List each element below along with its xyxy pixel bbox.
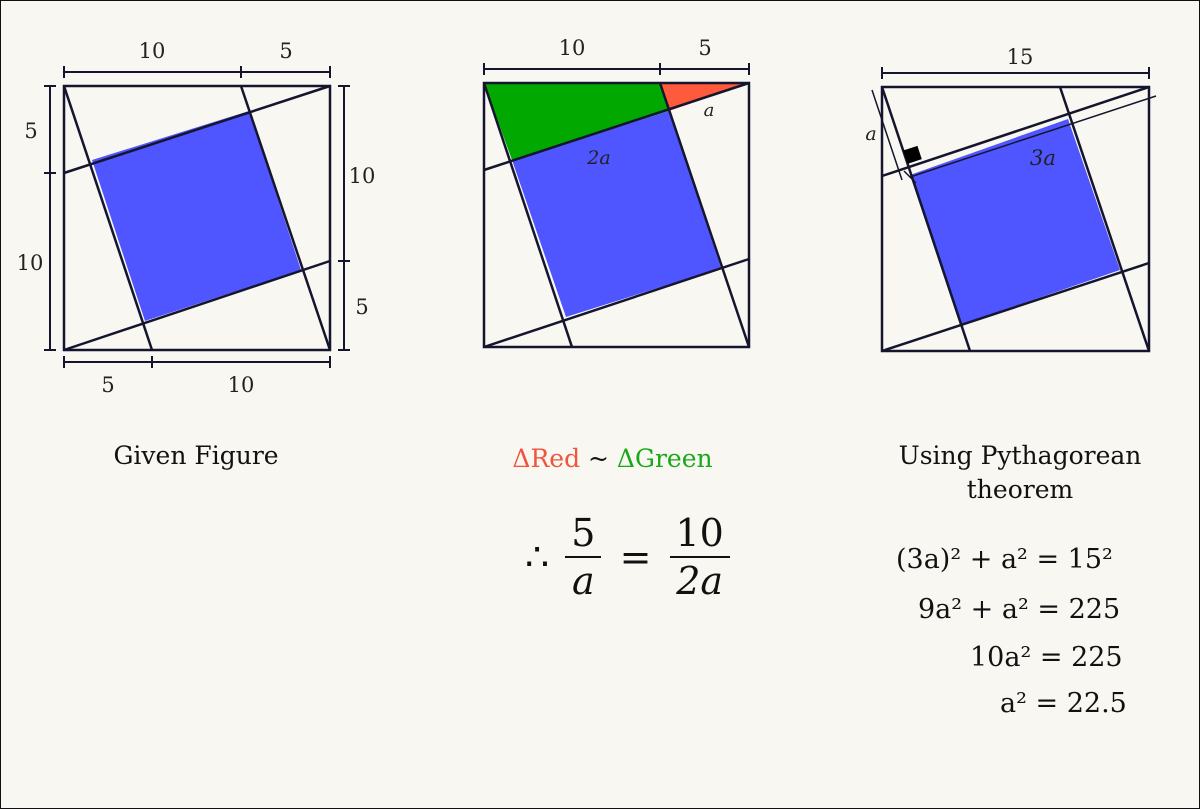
- panel2-label-top-b: 5: [698, 36, 711, 60]
- panel3-caption-line1: Using Pythagorean: [898, 441, 1142, 470]
- panel3-equation-1: (3a)² + a² = 15²: [896, 544, 1113, 575]
- panel2-caption-sep: ~: [580, 444, 617, 473]
- panel1-label-bottom-a: 5: [101, 373, 114, 397]
- panel2-dimension-lines: [483, 63, 750, 75]
- panel1-label-bottom-b: 10: [228, 373, 255, 397]
- panel2-label-top-a: 10: [559, 36, 586, 60]
- panel3-lines: [880, 85, 1151, 353]
- rhs-numerator: 10: [669, 510, 730, 558]
- panel3-figure: 15 a 3a: [865, 45, 1157, 353]
- lhs-fraction: 5 a: [565, 510, 602, 604]
- panel1-inner-square: [92, 111, 301, 321]
- panel2-label-a: a: [704, 100, 715, 121]
- equals-symbol: =: [619, 535, 652, 579]
- panel3-label-top: 15: [1007, 45, 1034, 69]
- panel3-label-a: a: [865, 123, 876, 145]
- panel2-label-2a: 2a: [586, 147, 610, 169]
- panel1-label-top-a: 10: [139, 39, 166, 63]
- panel3-equation-2: 9a² + a² = 225: [918, 594, 1121, 625]
- panel1-label-top-b: 5: [279, 39, 292, 63]
- panel2-proportion-equation: ∴ 5 a = 10 2a: [525, 510, 730, 604]
- lhs-denominator: a: [572, 559, 595, 603]
- panel3-dimension-lines: [881, 67, 1150, 79]
- panel2-caption-red: ΔRed: [512, 444, 581, 473]
- panel1-label-right-a: 10: [349, 164, 376, 188]
- panel3-right-angle-marker: [903, 145, 922, 164]
- panel1-label-right-b: 5: [355, 295, 368, 319]
- panel1-label-left-b: 10: [17, 251, 44, 275]
- panel2-caption-green: ΔGreen: [616, 444, 713, 473]
- rhs-fraction: 10 2a: [669, 510, 730, 604]
- panel3-equation-3: 10a² = 225: [970, 642, 1123, 673]
- rhs-denominator: 2a: [676, 559, 724, 603]
- panel3-caption: Using Pythagorean theorem: [860, 439, 1180, 507]
- panel1-label-left-a: 5: [24, 119, 37, 143]
- therefore-symbol: ∴: [525, 535, 550, 579]
- panel2-green-triangle: [484, 83, 669, 160]
- lhs-numerator: 5: [565, 510, 602, 558]
- panel2-caption: ΔRed ~ ΔGreen: [480, 442, 745, 476]
- panel1-caption-text: Given Figure: [113, 441, 279, 470]
- panel2-inner-square: [512, 111, 721, 317]
- panel1-figure: 10 5 5 10 10 5 5 10: [17, 39, 376, 397]
- panel1-caption: Given Figure: [96, 439, 296, 473]
- panel1-lines: [62, 84, 332, 352]
- panel3-equation-4: a² = 22.5: [1000, 688, 1127, 719]
- panel2-figure: 10 5 a 2a: [482, 36, 751, 349]
- panel1-dimension-lines: [44, 66, 350, 368]
- panel3-caption-line2: theorem: [966, 475, 1074, 504]
- panel3-measure-lines: [871, 89, 1157, 184]
- panel2-lines: [482, 81, 751, 349]
- panel3-label-3a: 3a: [1030, 146, 1056, 170]
- panel3-inner-square: [910, 119, 1120, 325]
